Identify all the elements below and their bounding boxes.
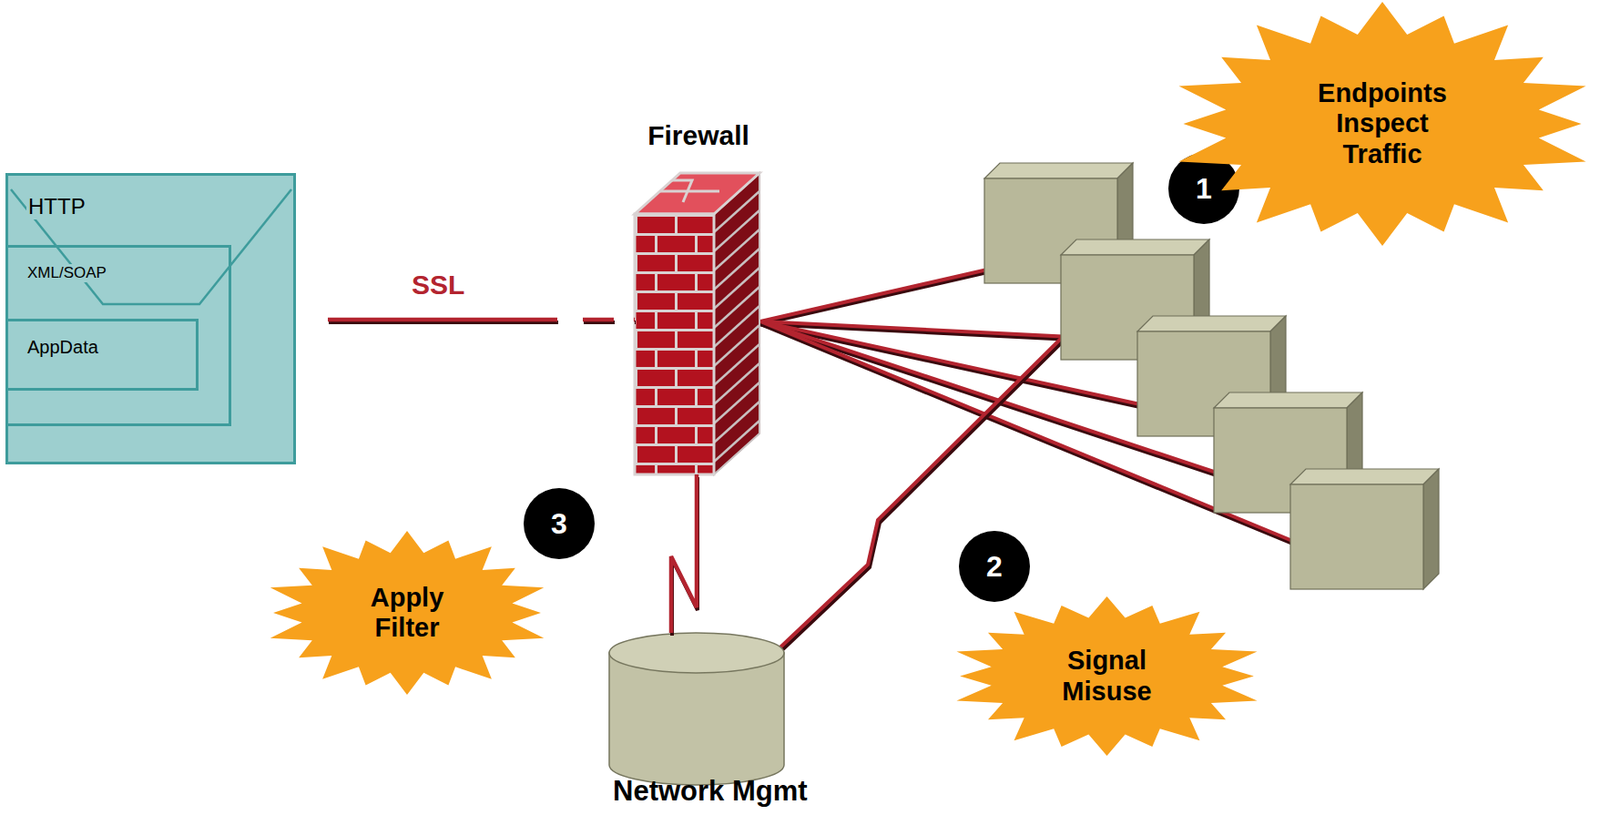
brick-line — [713, 248, 760, 290]
node-text: Firewall — [647, 120, 750, 153]
endpoint-server — [1290, 468, 1439, 590]
firewall-front — [634, 214, 714, 475]
firewall-side — [713, 173, 760, 475]
brick-line — [713, 344, 760, 386]
xml-soap-box: XML/SOAP AppData — [5, 244, 232, 427]
brick-line — [713, 229, 760, 271]
starburst-callout: Signal Misuse — [948, 596, 1265, 756]
node-text: HTTP — [26, 193, 88, 220]
firewall-top-bricks — [660, 180, 720, 203]
brick-line — [713, 305, 760, 347]
starburst-fill — [270, 530, 545, 695]
brick-line — [713, 286, 760, 328]
starburst-fill — [956, 596, 1257, 756]
server-top — [984, 163, 1133, 179]
server-top — [1137, 315, 1286, 332]
node-text: AppData — [25, 336, 101, 358]
node-text: Signal Misuse — [1039, 645, 1176, 707]
firewall-node: Firewall — [634, 118, 763, 475]
server-top — [1060, 239, 1210, 255]
callout-number: 3 — [550, 507, 568, 541]
brick-line — [713, 210, 760, 252]
appdata-box: AppData — [5, 318, 199, 391]
node-text: Apply Filter — [356, 582, 458, 644]
connector-shadow — [296, 320, 636, 325]
management-link — [671, 474, 697, 633]
starburst-fill — [1179, 1, 1587, 246]
callout-number: 2 — [986, 550, 1003, 584]
server-front — [1290, 484, 1424, 590]
starburst-callout: Endpoints Inspect Traffic — [1168, 1, 1597, 246]
management-link — [767, 329, 1071, 660]
edge-label: SSL — [408, 269, 468, 301]
firewall-wall — [634, 173, 760, 475]
server-top — [1213, 392, 1363, 408]
node-text: Network Mgmt — [612, 774, 808, 808]
brick-line — [713, 267, 760, 309]
server-top — [1290, 468, 1439, 485]
network-wire — [760, 267, 996, 322]
network-mgmt-node: Network Mgmt — [609, 632, 812, 812]
brick-line — [713, 382, 760, 424]
starburst-callout: Apply Filter — [263, 530, 551, 695]
brick-line — [713, 363, 760, 405]
callout-circle — [958, 530, 1030, 602]
callout-number: 1 — [1195, 172, 1213, 206]
callout-circles — [523, 152, 1240, 602]
network-mgmt-database — [609, 632, 785, 785]
ssl-connection — [295, 317, 635, 323]
node-text: XML/SOAP — [25, 264, 109, 283]
database-top — [609, 632, 785, 673]
firewall-side-bricks — [713, 191, 760, 462]
brick-line — [713, 420, 760, 462]
callout-circle — [523, 488, 595, 560]
connector-shadow — [672, 477, 698, 636]
brick-line — [713, 401, 760, 443]
firewall-top — [634, 173, 760, 215]
server-side — [1423, 468, 1439, 590]
node-text: Endpoints Inspect Traffic — [1303, 78, 1463, 170]
wire-shadow — [760, 270, 996, 325]
brick-line — [713, 325, 760, 367]
http-envelope: HTTP XML/SOAP AppData — [5, 173, 296, 465]
